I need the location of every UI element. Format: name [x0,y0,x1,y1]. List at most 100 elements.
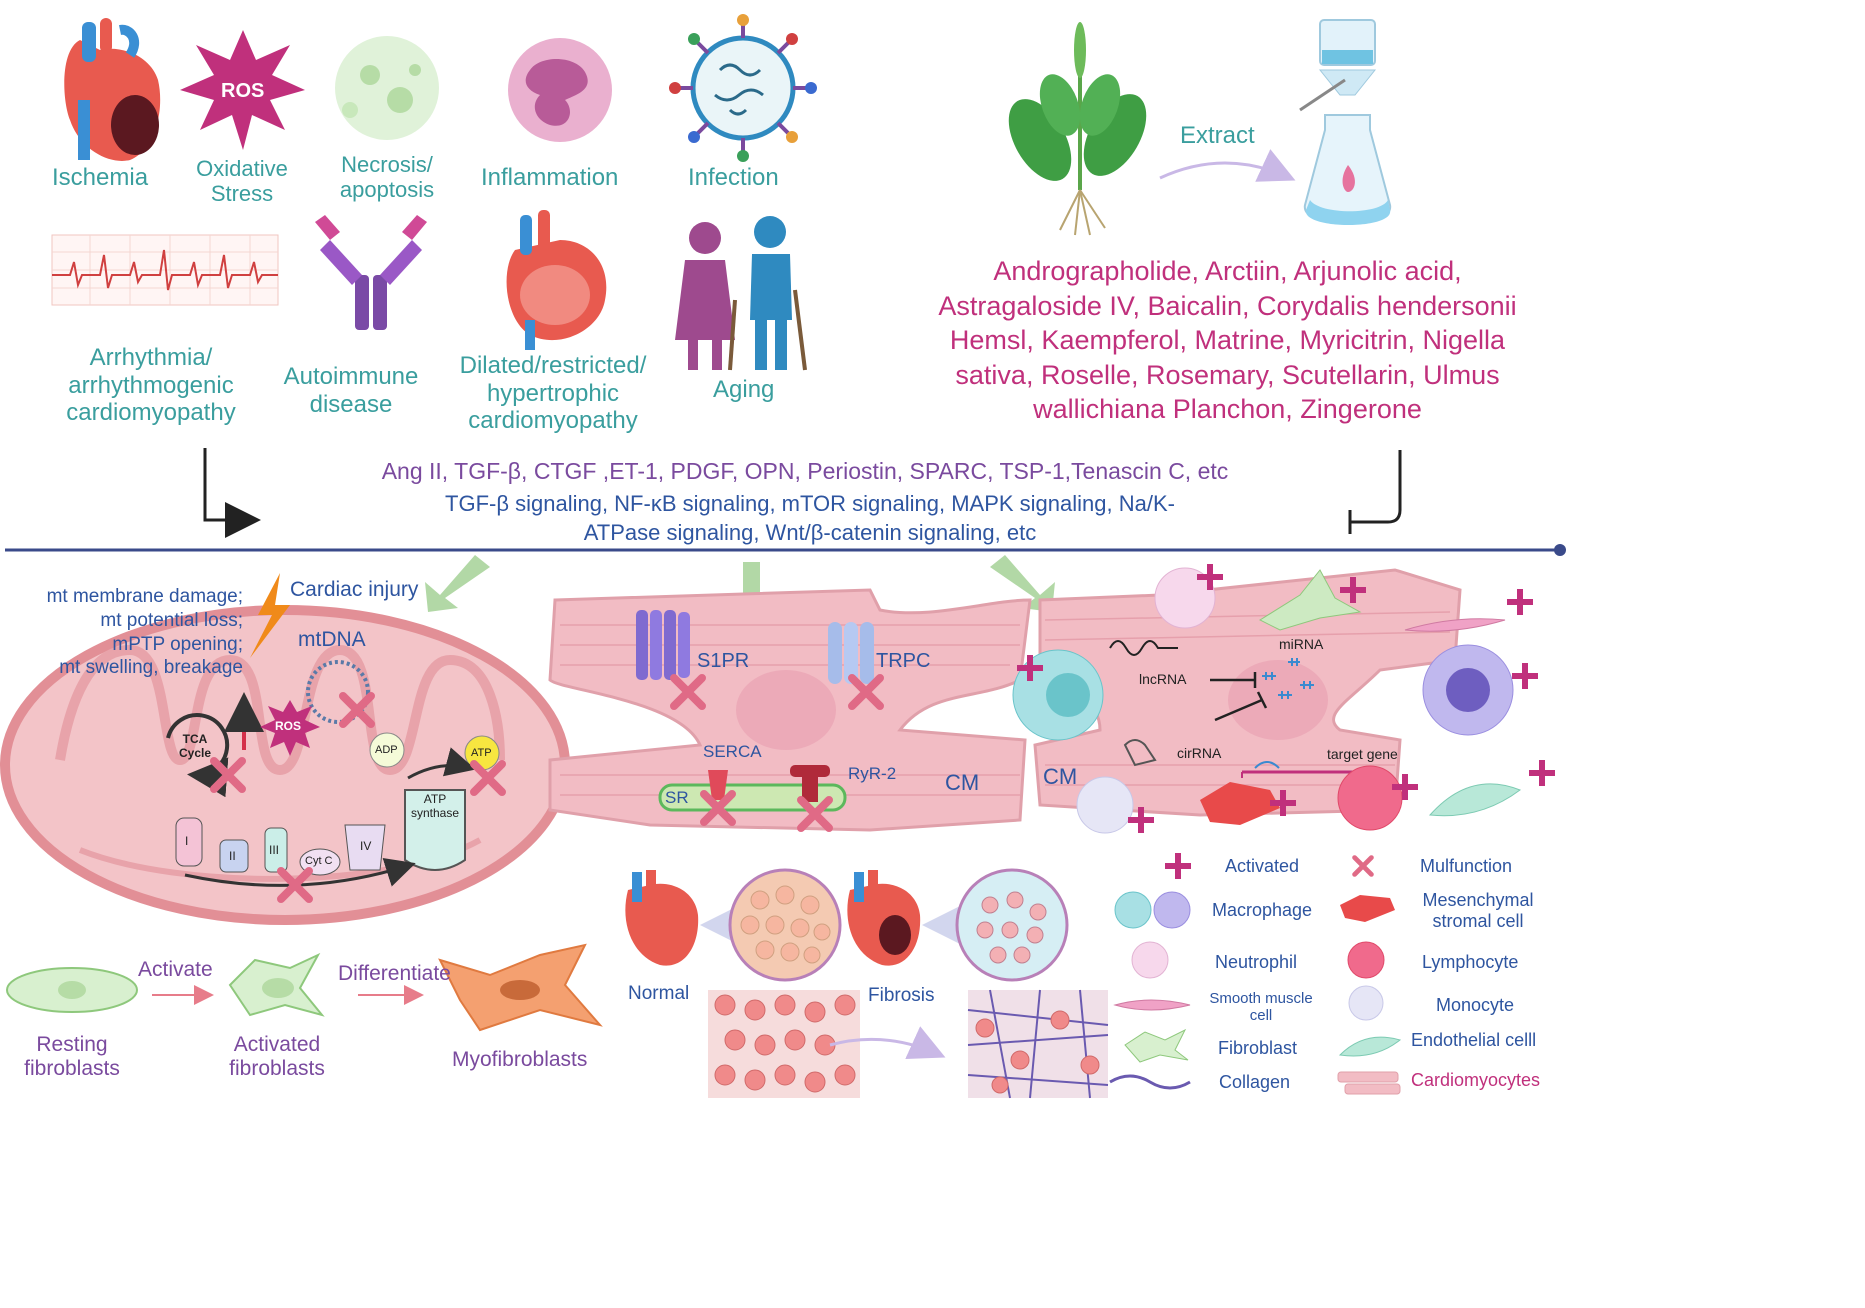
myofibroblasts-label: Myofibroblasts [452,1048,588,1071]
neutrophil-cell-icon [1154,567,1216,629]
normal-heart-icon [625,870,699,966]
fibrosis-zoom-wedge [922,905,962,945]
inflammation-cell-icon [508,38,612,142]
ryr2-label: RyR-2 [848,764,897,783]
mirna-strands-icon [1262,658,1314,699]
legend-cardiomyocytes-icon [1337,1071,1401,1095]
tca-cycle-icon [166,713,230,798]
target-gene-icon [1241,761,1355,778]
cirrna-label: cirRNA [1177,745,1222,761]
complex-iv-label: IV [360,839,372,853]
cirrna-icon [1123,739,1157,767]
mtdna-ring-icon [306,660,370,724]
legend-fibroblast-label: Fibroblast [1218,1038,1298,1058]
fibrosis-tissue-pattern [976,891,1047,964]
trpc-channel-icon [828,622,874,684]
mito-damage-list: mt membrane damage;mt potential loss;mPT… [46,586,243,679]
compound-line: wallichiana Planchon, Zingerone [1033,394,1422,425]
normal-to-fibrosis-arrow [829,1026,946,1059]
legend-endothelial-label: Endothelial celll [1411,1030,1537,1050]
necrosis-label: Necrosis/apoptosis [339,152,435,203]
legend-fibroblast-icon [1124,1028,1189,1063]
ischemia-heart-icon [64,18,161,161]
compound-line: Hemsl, Kaempferol, Matrine, Myricitrin, … [949,325,1506,356]
legend-collagen-label: Collagen [1219,1072,1291,1092]
compound-line: Astragaloside IV, Baicalin, Corydalis he… [938,290,1517,321]
legend-collagen-icon [1109,1074,1191,1090]
extract-arrow [1159,149,1296,182]
atp-label: ATP [471,747,492,759]
complex-ii-label: II [229,849,236,863]
legend-msc-icon [1340,895,1395,922]
normal-histology-icon [708,990,860,1098]
ecg-strip-icon [51,234,279,306]
plant-icon [1008,22,1147,236]
complex-ii-icon [219,839,249,873]
msc-cell-icon [1200,782,1280,825]
trpc-label: TRPC [876,650,931,672]
elderly-couple-icon [675,216,807,371]
rna-cm-label: CM [1043,764,1078,789]
diagram-graphics [0,14,1566,1099]
legend-macrophage-icon [1114,891,1152,929]
fibroblast-cell-icon [1258,569,1362,631]
right-inhibit-line [1348,450,1402,534]
dilated-heart-icon [506,210,607,350]
complex-iv-icon [344,824,386,871]
legend-lymphocyte-icon [1347,941,1385,979]
compound-line: sativa, Roselle, Rosemary, Scutellarin, … [955,359,1500,390]
filter-flask-icon [1299,19,1392,225]
compound-line: Andrographolide, Arctiin, Arjunolic acid… [993,256,1462,286]
lncrna-label: lncRNA [1139,671,1187,687]
normal-label: Normal [628,983,690,1004]
legend-lymphocyte-label: Lymphocyte [1422,952,1519,972]
adp-label: ADP [375,744,398,756]
mtdna-label: mtDNA [298,628,366,651]
fibrosis-label: Fibrosis [868,985,935,1006]
complex-iii-icon [264,827,288,873]
activate-label: Activate [138,958,213,981]
lightning-icon [250,573,290,658]
extract-label: Extract [1180,122,1255,149]
mediators-text: Ang II, TGF-β, CTGF ,ET-1, PDGF, OPN, Pe… [381,458,1229,484]
inflammation-label: Inflammation [481,164,619,191]
ischemia-label: Ischemia [52,164,149,191]
ros-small-label: ROS [275,719,302,733]
ryr2-channel-icon [790,765,830,802]
legend-monocyte-icon [1348,985,1384,1021]
cardiac-injury-label: Cardiac injury [290,578,419,601]
s1pr-label: S1PR [697,650,750,672]
rna-inhibit-lines [1210,672,1268,722]
legend-cardiomyocytes-label: Cardiomyocytes [1411,1070,1541,1090]
left-input-arrow [203,448,261,538]
ros-small-star-icon [260,700,320,756]
aging-label: Aging [713,376,775,403]
cm-label: CM [945,770,980,795]
necrosis-cell-icon [335,36,439,140]
virus-icon [669,14,817,162]
compound-list: Andrographolide, Arctiin, Arjunolic acid… [895,254,1560,427]
ros-star-icon [180,30,305,150]
serca-label: SERCA [703,742,762,761]
differentiate-label: Differentiate [338,962,451,985]
legend-macrophage-label: Macrophage [1212,900,1313,920]
fibrosis-histology-icon [967,989,1109,1099]
legend-endothelial-icon [1338,1036,1402,1057]
legend-mulfunction-label: Mulfunction [1420,856,1513,876]
endothelial-cell-icon [1428,783,1522,817]
legend-neutrophil-icon [1131,941,1169,979]
lncrna-icon [1109,640,1178,656]
serca-pump-icon [708,770,728,800]
sr-label: SR [665,788,689,807]
